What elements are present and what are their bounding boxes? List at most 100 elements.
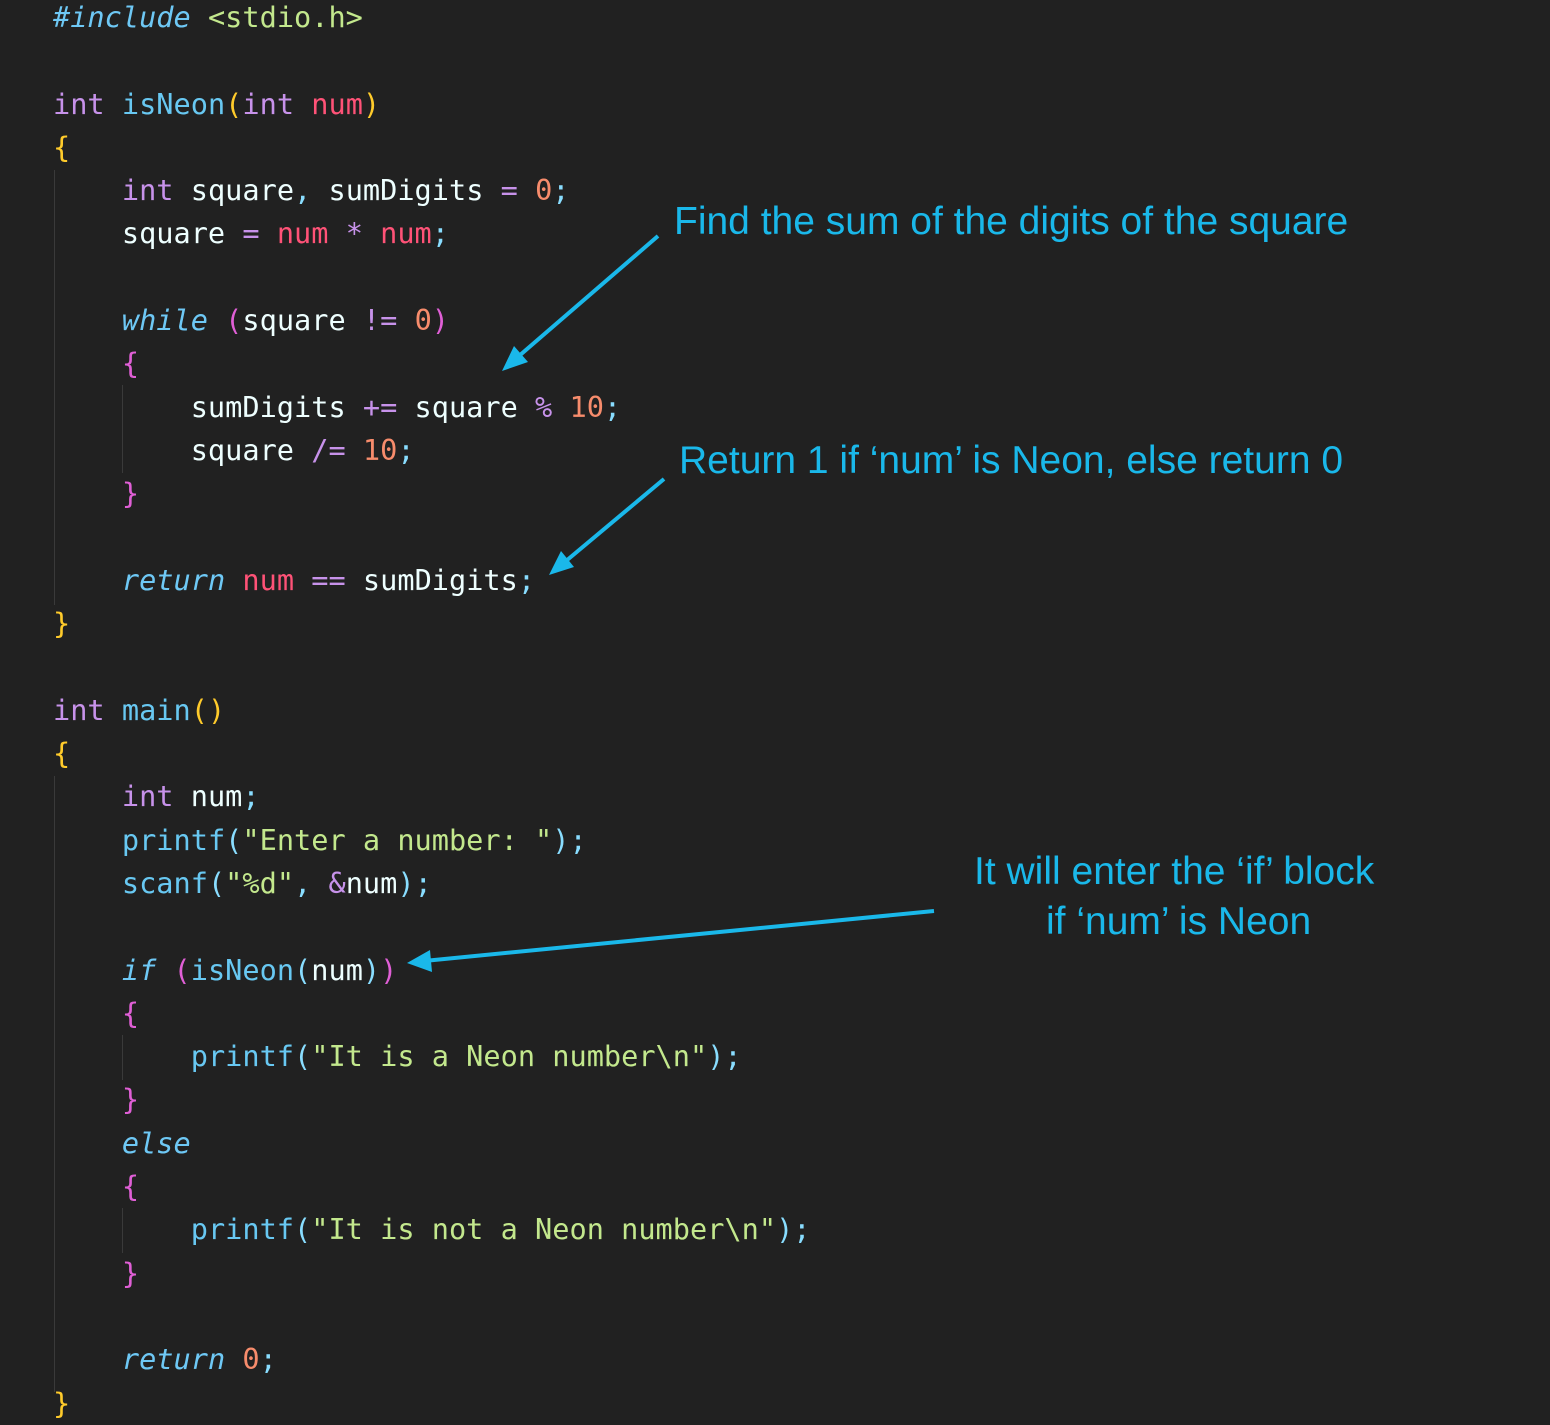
code-line: #include <stdio.h> bbox=[53, 0, 811, 39]
code-line: square = num * num; bbox=[53, 212, 811, 255]
code-token: int bbox=[53, 86, 105, 121]
code-token: % bbox=[535, 389, 553, 424]
arrow-if-block bbox=[407, 909, 935, 972]
code-line: else bbox=[53, 1122, 811, 1165]
code-token: num bbox=[345, 865, 398, 900]
code-token: int bbox=[121, 173, 174, 208]
code-token: if bbox=[121, 952, 157, 987]
code-token: int bbox=[242, 86, 295, 121]
code-token: * bbox=[345, 216, 363, 251]
code-token: "It is not a Neon number\n" bbox=[311, 1212, 777, 1247]
code-token: sumDigits bbox=[53, 389, 363, 424]
code-line: { bbox=[53, 342, 811, 385]
code-token: square bbox=[53, 216, 243, 251]
code-token: printf bbox=[190, 1039, 295, 1074]
code-token: #include bbox=[53, 0, 191, 34]
code-token: square bbox=[53, 432, 312, 467]
code-token: ( bbox=[294, 1212, 312, 1247]
code-token: num bbox=[380, 216, 432, 251]
code-token: while bbox=[121, 303, 208, 338]
code-token: printf bbox=[190, 1212, 295, 1247]
code-token: sumDigits bbox=[311, 173, 501, 208]
code-token: else bbox=[121, 1125, 191, 1160]
code-token: ) bbox=[380, 952, 398, 987]
code-token: 10 bbox=[362, 432, 398, 467]
code-token: & bbox=[328, 865, 346, 900]
code-token: ; bbox=[517, 562, 536, 597]
code-token: int bbox=[121, 779, 174, 814]
code-line: printf("It is not a Neon number\n"); bbox=[53, 1208, 811, 1251]
code-token: 10 bbox=[569, 389, 604, 424]
code-line: { bbox=[53, 732, 811, 775]
code-token: ; bbox=[603, 389, 622, 424]
code-editor[interactable]: #include <stdio.h> int isNeon(int num){ … bbox=[53, 0, 811, 1425]
code-line: return 0; bbox=[53, 1338, 811, 1381]
code-token: } bbox=[121, 476, 140, 511]
code-token: ( bbox=[225, 86, 243, 121]
code-line: printf("It is a Neon number\n"); bbox=[53, 1035, 811, 1078]
code-token: 0 bbox=[535, 173, 553, 208]
code-token: , bbox=[294, 865, 312, 900]
code-token: ) bbox=[707, 1039, 725, 1074]
code-token: ) bbox=[362, 86, 381, 121]
code-token: ; bbox=[569, 822, 587, 857]
code-token: 0 bbox=[242, 1342, 260, 1377]
code-token: { bbox=[121, 1169, 140, 1204]
code-token: } bbox=[121, 1255, 140, 1290]
code-token: ; bbox=[724, 1039, 742, 1074]
code-token: int bbox=[53, 692, 105, 727]
code-token: ; bbox=[793, 1212, 811, 1247]
annotation-arrows bbox=[407, 234, 935, 972]
code-token: ) bbox=[776, 1212, 794, 1247]
code-token: ; bbox=[414, 865, 432, 900]
annotation-return: Return 1 if ‘num’ is Neon, else return 0 bbox=[679, 439, 1344, 482]
code-token: != bbox=[362, 303, 398, 338]
code-token: main bbox=[121, 692, 191, 727]
code-token: isNeon bbox=[190, 952, 295, 987]
code-token: ( bbox=[207, 865, 226, 900]
code-token: 0 bbox=[414, 303, 432, 338]
code-token: ) bbox=[431, 303, 449, 338]
indent-guide bbox=[54, 170, 55, 605]
code-token: += bbox=[362, 389, 398, 424]
code-token: ( bbox=[173, 952, 191, 987]
code-token: "It is a Neon number\n" bbox=[311, 1039, 708, 1074]
code-token: isNeon bbox=[121, 86, 226, 121]
code-token: ; bbox=[431, 216, 449, 251]
code-token: num bbox=[242, 562, 295, 597]
code-line: int isNeon(int num) bbox=[53, 83, 811, 126]
code-line: printf("Enter a number: "); bbox=[53, 819, 811, 862]
code-token: ( bbox=[294, 1039, 312, 1074]
code-line: } bbox=[53, 602, 811, 645]
code-token: == bbox=[311, 562, 346, 597]
code-token: num bbox=[311, 86, 363, 121]
indent-guide bbox=[122, 385, 123, 473]
code-token: ; bbox=[552, 173, 570, 208]
code-token: square bbox=[173, 173, 295, 208]
code-line: } bbox=[53, 472, 811, 515]
code-token: square bbox=[242, 303, 363, 338]
code-token: ( bbox=[294, 952, 312, 987]
code-line: int square, sumDigits = 0; bbox=[53, 169, 811, 212]
code-token: num bbox=[311, 952, 363, 987]
arrow-return bbox=[549, 477, 666, 575]
code-line: int num; bbox=[53, 775, 811, 818]
code-token: { bbox=[53, 129, 71, 164]
code-token: square bbox=[397, 389, 536, 424]
indent-guide bbox=[122, 1208, 123, 1253]
code-token: return bbox=[121, 562, 226, 597]
code-token: printf bbox=[121, 822, 226, 857]
annotation-if-block-1: It will enter the ‘if’ block bbox=[974, 850, 1375, 893]
code-token: ) bbox=[552, 822, 570, 857]
code-token: /= bbox=[311, 432, 346, 467]
code-token: ) bbox=[397, 865, 415, 900]
code-token: ; bbox=[397, 432, 415, 467]
code-token: = bbox=[242, 216, 260, 251]
code-token: return bbox=[121, 1342, 226, 1377]
code-line: } bbox=[53, 1078, 811, 1121]
code-line: int main() bbox=[53, 689, 811, 732]
code-token: ; bbox=[259, 1342, 277, 1377]
code-token: <stdio.h> bbox=[207, 0, 363, 34]
code-token: scanf bbox=[121, 865, 208, 900]
code-line: sumDigits += square % 10; bbox=[53, 386, 811, 429]
